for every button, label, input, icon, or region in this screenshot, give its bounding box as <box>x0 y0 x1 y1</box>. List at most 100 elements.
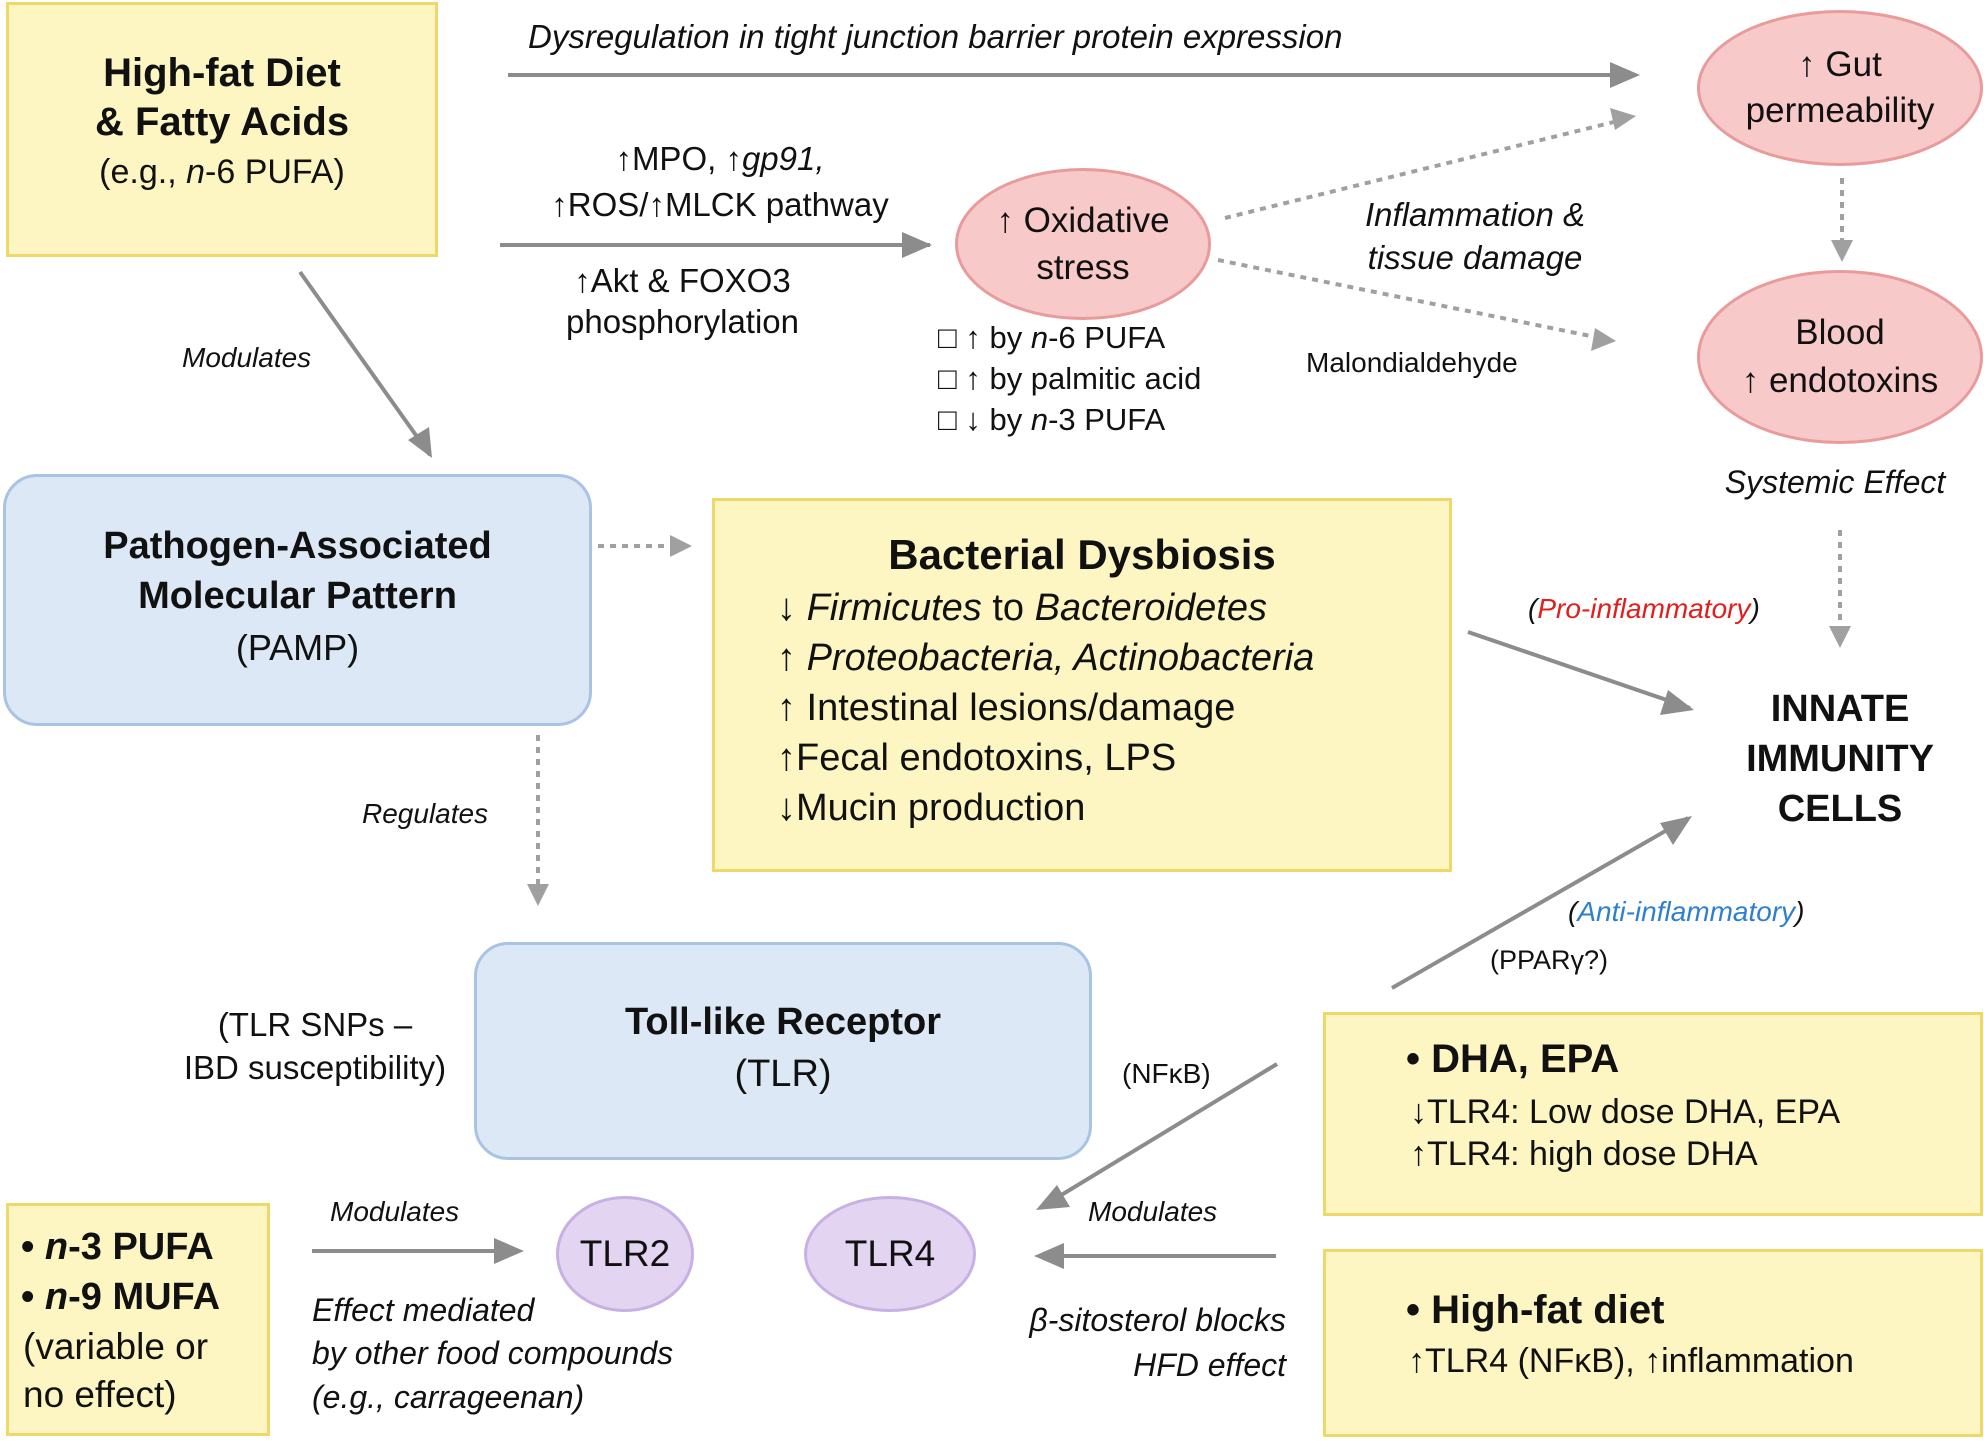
tlr2-ellipse: TLR2 <box>556 1196 694 1312</box>
arrowhead-gut-blood <box>1831 240 1853 262</box>
mechanism-below-line2: phosphorylation <box>566 303 799 340</box>
modulates-label-3: Modulates <box>1088 1196 1218 1227</box>
ox-item3-c: -3 PUFA <box>1048 402 1166 437</box>
hfd-example: (e.g., n-6 PUFA) <box>9 153 435 192</box>
pro-text: Pro-inflammatory <box>1537 593 1751 624</box>
dha-line2: ↓TLR4: Low dose DHA, EPA <box>1410 1093 1841 1131</box>
arrow-dha-innate <box>1391 816 1689 990</box>
arrowhead-modulates-pamp <box>408 427 432 458</box>
ox-list-item-3: □ ↓ by n-3 PUFA <box>938 402 1165 438</box>
effect-mediated-line2: by other food compounds <box>312 1335 674 1371</box>
arrowhead-pamp-dysbiosis <box>670 535 692 557</box>
dys-proteobacteria: Proteobacteria, Actinobacteria <box>806 637 1315 679</box>
hfd2-title: • High-fat diet <box>1406 1288 1665 1332</box>
blood-line2: ↑ endotoxins <box>1741 361 1939 400</box>
hfd-title-line2: & Fatty Acids <box>94 100 350 144</box>
inflammation-label-line2: tissue damage <box>1367 239 1583 276</box>
arrow-dysbiosis-innate <box>1467 630 1691 710</box>
tlr-line2: (TLR) <box>734 1053 832 1095</box>
tlr-line1: Toll-like Receptor <box>624 1001 942 1043</box>
pamp-line2: Molecular Pattern <box>138 575 457 617</box>
arrowhead-dha-tlr <box>1036 1185 1070 1210</box>
hfd-title-line1: High-fat Diet <box>103 51 341 95</box>
dysbiosis-row3: ↑ Intestinal lesions/damage <box>777 687 1236 729</box>
pamp-line3: (PAMP) <box>235 627 360 668</box>
ox-list-item-2: □ ↑ by palmitic acid <box>938 361 1202 396</box>
hfd-example-c: -6 PUFA) <box>205 153 345 191</box>
innate-line3: CELLS <box>1777 788 1903 830</box>
arrowhead-dysregulation <box>1610 62 1640 88</box>
anti-open: ( <box>1568 896 1578 927</box>
n9-bullet: • <box>21 1276 45 1318</box>
ox-list-item-1: □ ↑ by n-6 PUFA <box>938 320 1165 356</box>
systemic-effect-label: Systemic Effect <box>1724 464 1946 500</box>
mechanism-above-line1: ↑MPO, ↑gp91, <box>500 140 940 178</box>
arrow-ox-gut <box>1224 116 1631 220</box>
blood-endotoxins-ellipse: Blood ↑ endotoxins <box>1697 270 1983 444</box>
gut-line1: ↑ Gut <box>1798 45 1882 84</box>
n9-line: • n-9 MUFA <box>21 1276 220 1319</box>
arrow-modulates-pamp <box>298 270 432 457</box>
ox-item1-c: -6 PUFA <box>1048 320 1166 355</box>
inflammation-label-line1: Inflammation & <box>1364 196 1586 233</box>
ox-item3-a: □ ↓ by <box>938 402 1031 437</box>
dysregulation-label: Dysregulation in tight junction barrier … <box>528 18 1343 55</box>
sitosterol-line1: β-sitosterol blocks <box>1029 1302 1286 1338</box>
tlr-box: Toll-like Receptor (TLR) <box>474 942 1092 1160</box>
dysbiosis-row5: ↓Mucin production <box>777 787 1086 829</box>
tlr4-ellipse: TLR4 <box>804 1196 976 1312</box>
dha-title: • DHA, EPA <box>1406 1037 1620 1081</box>
dys-firmicutes: Firmicutes <box>806 587 982 629</box>
n9-n: n <box>44 1276 69 1318</box>
high-fat-diet-box: High-fat Diet & Fatty Acids (e.g., n-6 P… <box>6 2 438 257</box>
modulates-label-2: Modulates <box>330 1196 460 1227</box>
anti-inflammatory-label: (Anti-inflammatory) <box>1568 896 1805 928</box>
innate-line1: INNATE <box>1770 688 1910 730</box>
dys-r1c: to <box>981 587 1035 629</box>
ox-line2: stress <box>1036 248 1130 287</box>
tlr4-label: TLR4 <box>844 1233 936 1274</box>
n3-n: n <box>44 1226 69 1268</box>
mech-above-a: ↑MPO, ↑ <box>615 140 742 177</box>
ox-line1: ↑ Oxidative <box>996 201 1170 240</box>
effect-mediated-line1: Effect mediated <box>312 1292 535 1328</box>
regulates-label: Regulates <box>362 798 489 829</box>
pro-close: ) <box>1750 593 1760 624</box>
n3-bullet: • <box>21 1226 45 1268</box>
gut-permeability-ellipse: ↑ Gut permeability <box>1697 10 1983 166</box>
dysbiosis-row4: ↑Fecal endotoxins, LPS <box>777 737 1177 779</box>
ox-item1-n: n <box>1030 320 1049 355</box>
anti-close: ) <box>1795 896 1805 927</box>
blood-line1: Blood <box>1795 313 1885 352</box>
pamp-line1: Pathogen-Associated <box>103 525 492 567</box>
ppar-label: (PPARγ?) <box>1490 945 1609 975</box>
n3-line4: no effect) <box>23 1374 177 1415</box>
arrowhead-n3-tlr2 <box>494 1238 524 1264</box>
arrowhead-dysbiosis-innate <box>1660 690 1694 715</box>
arrowhead-blood-innate <box>1829 626 1851 648</box>
dys-bacteroidetes: Bacteroidetes <box>1034 587 1267 629</box>
tlr-snp-line1: (TLR SNPs – <box>217 1006 413 1043</box>
malondialdehyde-label: Malondialdehyde <box>1306 347 1518 378</box>
arrowhead-ox-gut <box>1610 108 1636 130</box>
n3-pufa-box: • n-3 PUFA • n-9 MUFA (variable or no ef… <box>6 1203 270 1436</box>
arrowhead-hfd-tlr4 <box>1034 1243 1064 1269</box>
sitosterol-line2: HFD effect <box>1133 1347 1286 1383</box>
arrow-dha-tlr <box>1038 1062 1279 1210</box>
pro-open: ( <box>1528 593 1538 624</box>
dha-line3: ↑TLR4: high dose DHA <box>1410 1135 1758 1173</box>
dysbiosis-row2: ↑ Proteobacteria, Actinobacteria <box>777 637 1314 680</box>
n3-text: -3 PUFA <box>68 1226 214 1268</box>
arrowhead-dha-innate <box>1660 816 1692 845</box>
n3-line1: • n-3 PUFA <box>21 1226 214 1269</box>
tlr-snp-line2: IBD susceptibility) <box>183 1049 447 1086</box>
hfd-example-a: (e.g., <box>99 153 187 191</box>
hfd2-line2: ↑TLR4 (NFκB), ↑inflammation <box>1408 1342 1854 1380</box>
mechanism-below-line1: ↑Akt & FOXO3 <box>574 262 791 299</box>
ox-item3-n: n <box>1030 402 1049 437</box>
innate-line2: IMMUNITY <box>1746 738 1934 780</box>
anti-text: Anti-inflammatory <box>1577 896 1796 927</box>
pamp-box: Pathogen-Associated Molecular Pattern (P… <box>3 474 592 726</box>
arrowhead-oxidative <box>902 232 932 258</box>
